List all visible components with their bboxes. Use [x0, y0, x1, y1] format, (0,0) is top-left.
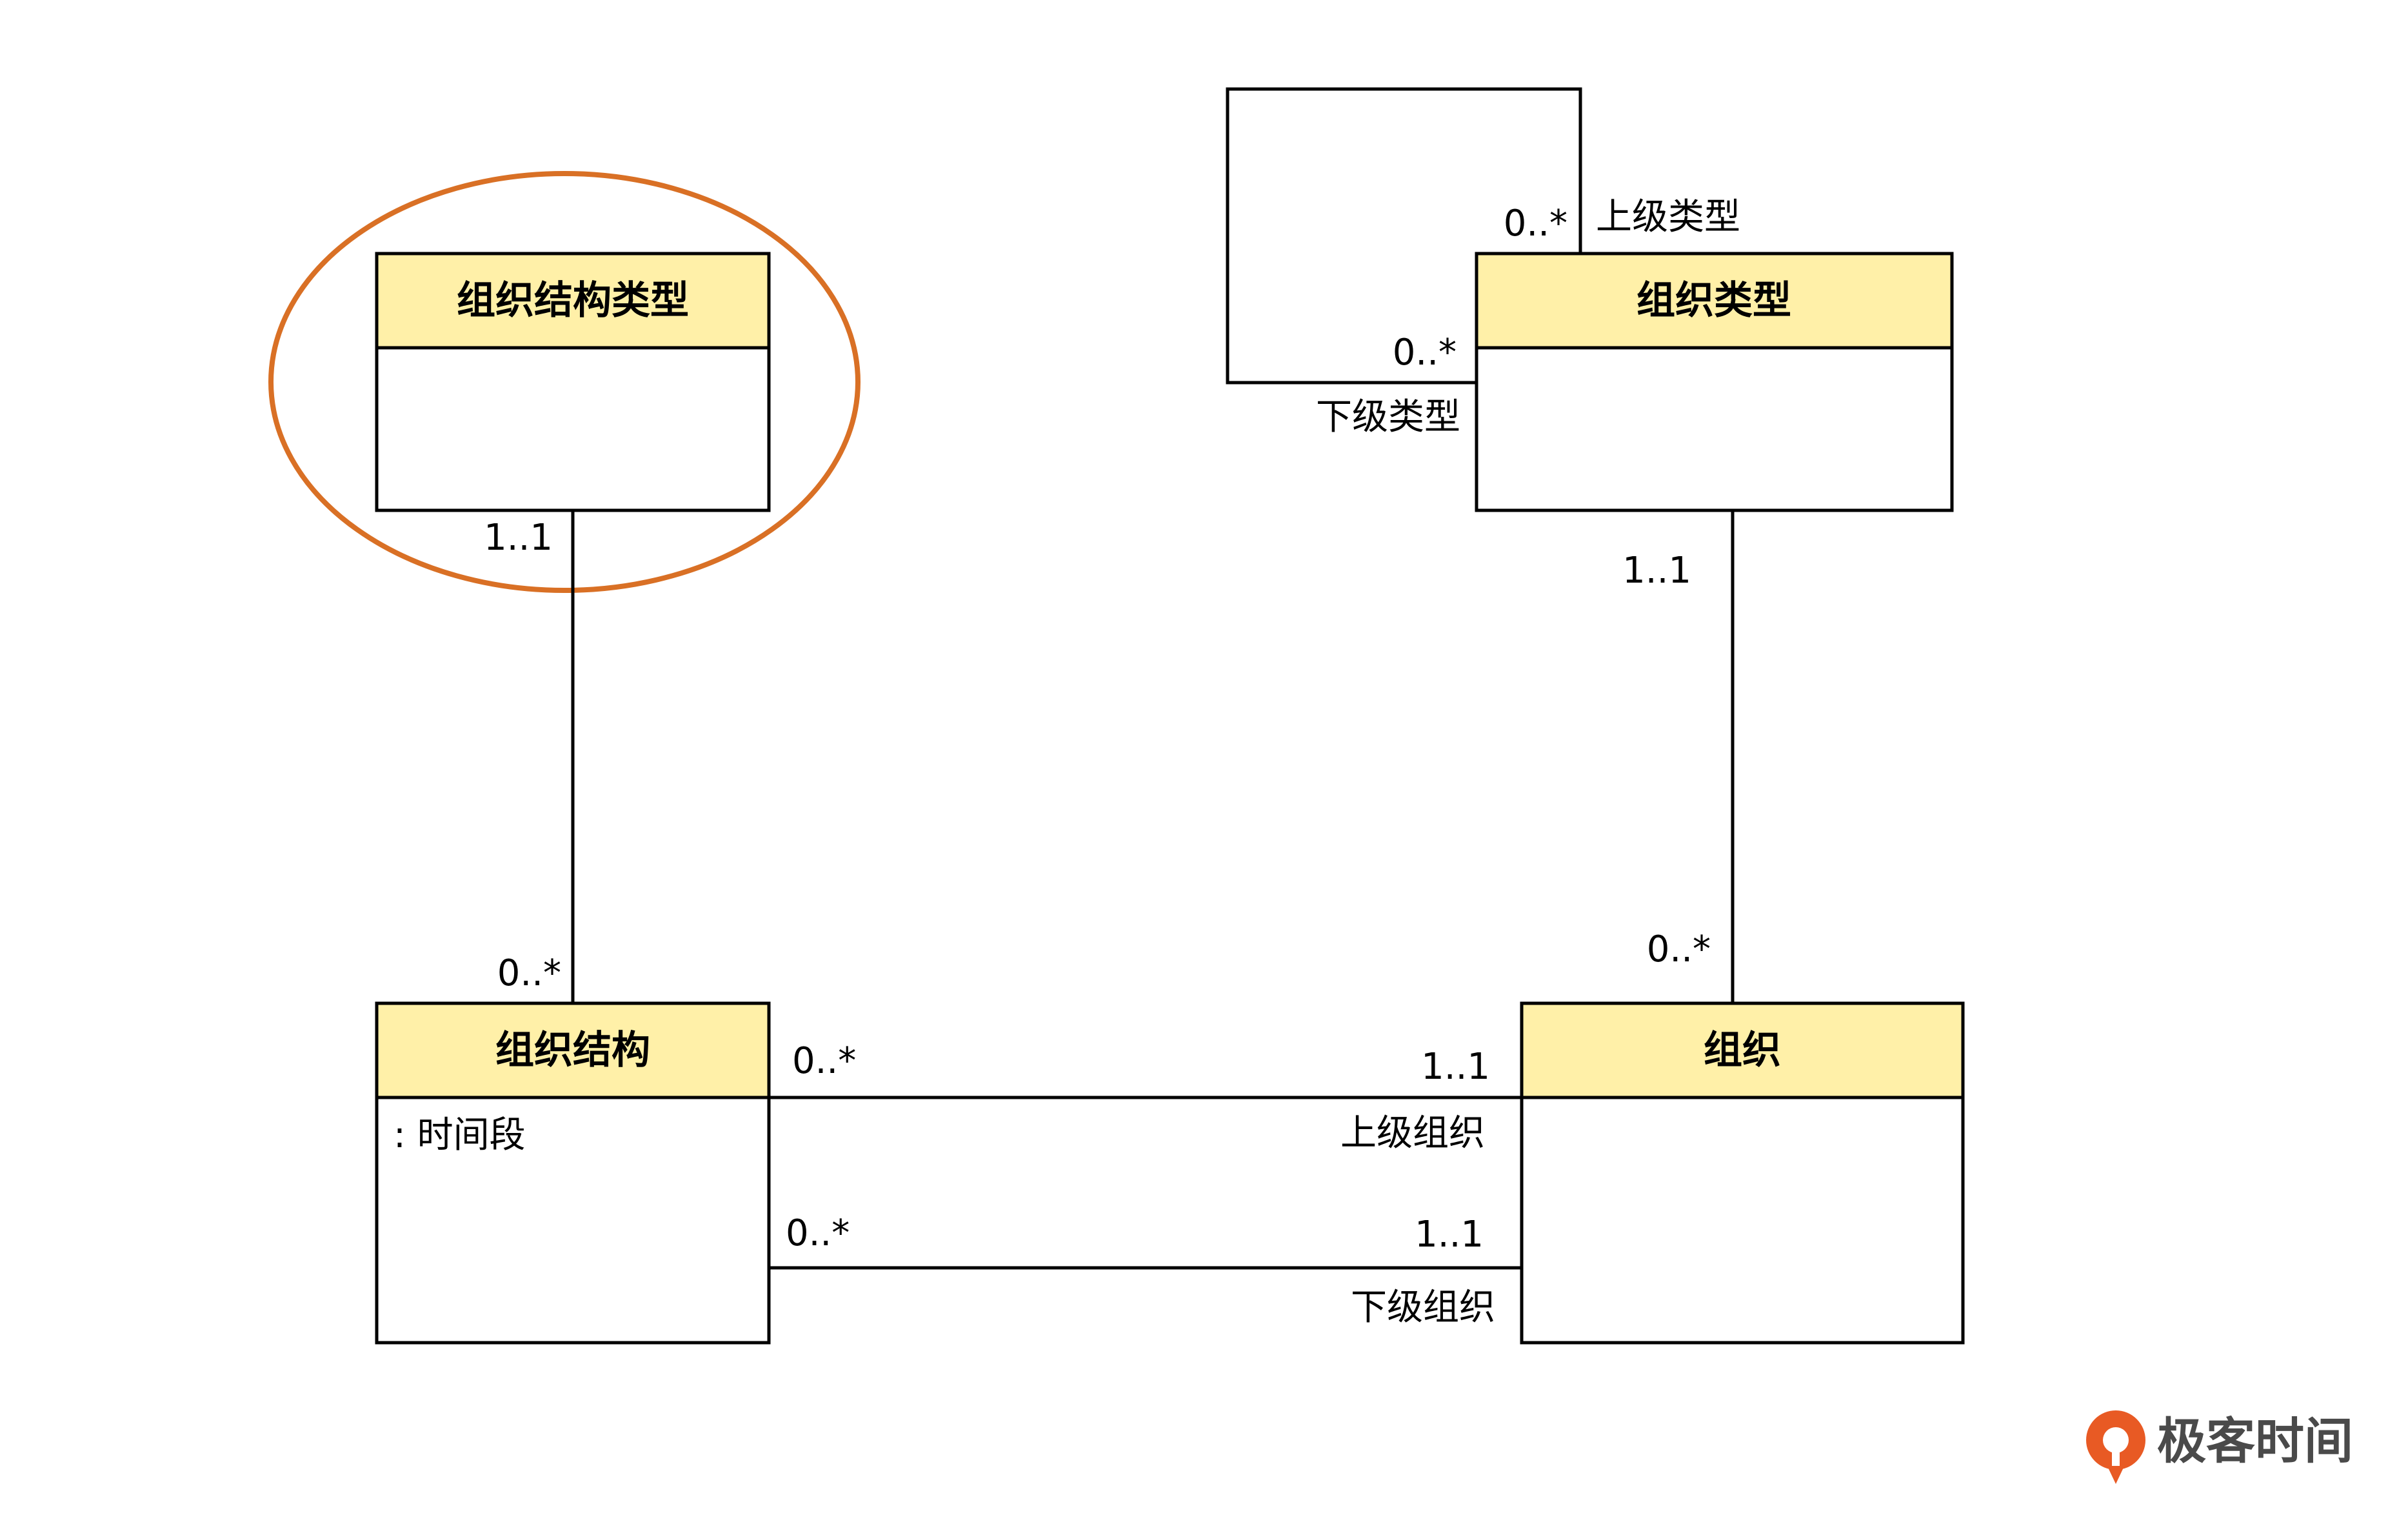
geektime-logo-text: 极客时间 — [2157, 1412, 2353, 1470]
class-org-type-title: 组织类型 — [1637, 278, 1791, 323]
struct-org-parent-org-multiplicity: 1..1 — [1421, 1046, 1490, 1088]
orgtype-org-org-multiplicity: 0..* — [1647, 928, 1711, 970]
class-org-title: 组织 — [1704, 1028, 1781, 1073]
class-org-structure[interactable]: 组织结构 : 时间段 — [375, 1001, 771, 1345]
struct-org-child-role: 下级组织 — [1351, 1287, 1495, 1328]
association-type-self-line[interactable] — [1226, 87, 1582, 385]
class-org-structure-title: 组织结构 — [495, 1028, 650, 1073]
structtype-struct-type-multiplicity: 1..1 — [484, 517, 553, 559]
structtype-struct-struct-multiplicity: 0..* — [497, 952, 561, 994]
type-self-upper-multiplicity: 0..* — [1504, 203, 1567, 245]
struct-org-child-org-multiplicity: 1..1 — [1415, 1214, 1484, 1256]
struct-org-parent-struct-multiplicity: 0..* — [792, 1040, 856, 1082]
class-org-type[interactable]: 组织类型 — [1475, 252, 1954, 512]
type-self-lower-role: 下级类型 — [1316, 396, 1460, 438]
geektime-logo: 极客时间 — [2086, 1410, 2353, 1484]
struct-org-parent-role: 上级组织 — [1340, 1112, 1485, 1154]
class-org-structure-type-title: 组织结构类型 — [457, 278, 689, 323]
class-org-structure-type[interactable]: 组织结构类型 — [375, 252, 771, 512]
class-org-structure-attribute: : 时间段 — [393, 1114, 526, 1156]
geektime-logo-icon — [2086, 1410, 2145, 1484]
struct-org-child-struct-multiplicity: 0..* — [786, 1212, 850, 1254]
highlight-ellipse — [268, 171, 861, 593]
type-self-lower-multiplicity: 0..* — [1393, 332, 1457, 374]
type-self-upper-role: 上级类型 — [1596, 196, 1740, 238]
class-org[interactable]: 组织 — [1520, 1001, 1965, 1345]
orgtype-org-type-multiplicity: 1..1 — [1622, 550, 1691, 592]
